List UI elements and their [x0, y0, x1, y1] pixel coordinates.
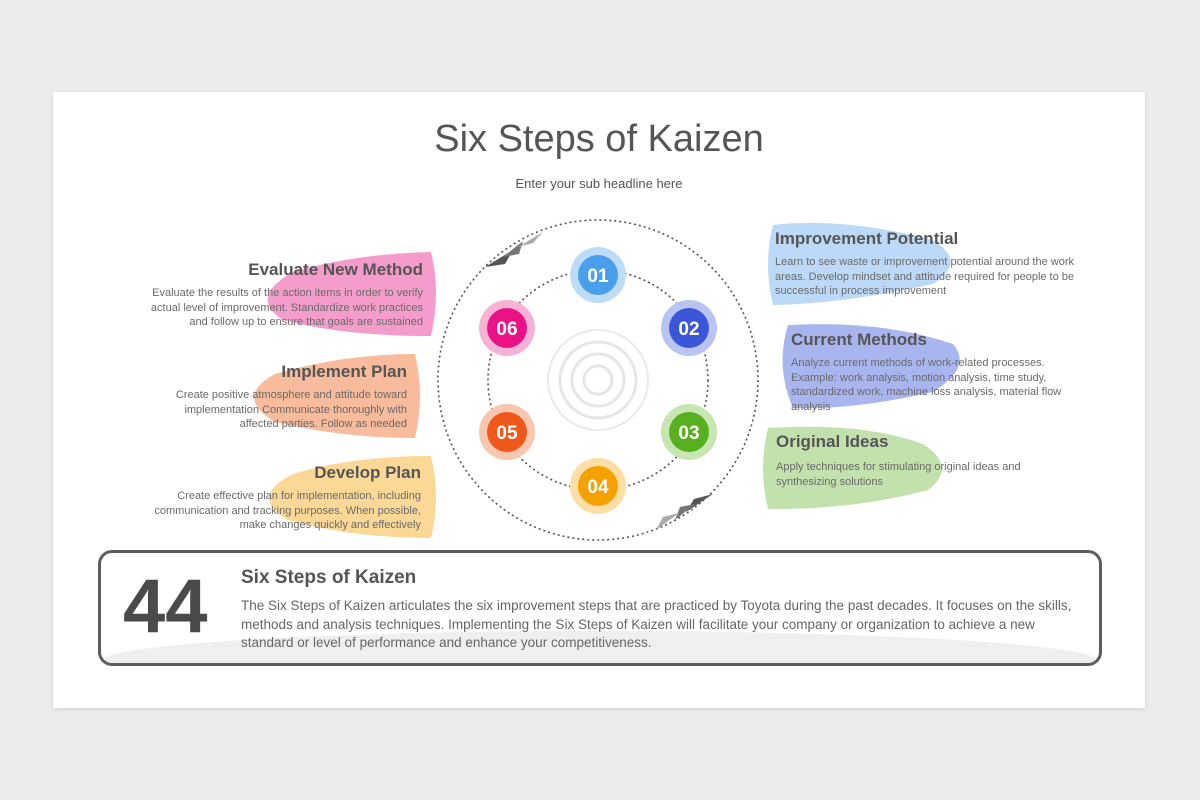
current-methods-desc: Analyze current methods of work-related …: [791, 357, 1062, 413]
inner-dotted-ring: [487, 269, 709, 491]
implement-plan-box: Implement Plan Create positive atmospher…: [143, 362, 407, 432]
step-03: 03: [661, 404, 717, 460]
current-methods-blob: [782, 324, 960, 409]
step-06: 06: [479, 300, 535, 356]
develop-plan-blob: [269, 456, 436, 538]
step-04-label: 04: [587, 477, 609, 498]
develop-plan-title: Develop Plan: [314, 463, 421, 482]
original-ideas-box: Original Ideas Apply techniques for stim…: [776, 432, 1066, 489]
center-target: [547, 329, 649, 431]
summary-box: 44 Six Steps of Kaizen The Six Steps of …: [98, 550, 1102, 666]
original-ideas-blob: [763, 426, 942, 510]
step-06-core: [487, 308, 527, 348]
evaluate-new-method-title: Evaluate New Method: [248, 260, 423, 279]
step-03-core: [669, 412, 709, 452]
step-05: 05: [479, 404, 535, 460]
current-methods-box: Current Methods Analyze current methods …: [791, 330, 1081, 414]
step-05-core: [487, 412, 527, 452]
develop-plan-desc: Create effective plan for implementation…: [154, 490, 421, 531]
current-methods-title: Current Methods: [791, 330, 927, 349]
step-02: 02: [661, 300, 717, 356]
step-06-label: 06: [496, 319, 517, 340]
summary-text: The Six Steps of Kaizen articulates the …: [241, 598, 1072, 650]
evaluate-new-method-blob: [267, 252, 436, 336]
summary-number: 44: [123, 564, 208, 649]
arrow-bottom-right: [656, 494, 713, 530]
improvement-potential-box: Improvement Potential Learn to see waste…: [775, 229, 1075, 299]
implement-plan-blob: [254, 354, 420, 438]
step-05-label: 05: [496, 423, 518, 444]
implement-plan-desc: Create positive atmosphere and attitude …: [175, 389, 407, 430]
original-ideas-desc: Apply techniques for stimulating origina…: [776, 461, 1021, 488]
step-01-label: 01: [587, 266, 609, 287]
step-03-label: 03: [678, 423, 699, 444]
step-04-core: [578, 466, 618, 506]
improvement-potential-title: Improvement Potential: [775, 229, 959, 248]
evaluate-new-method-desc: Evaluate the results of the action items…: [150, 287, 423, 328]
evaluate-new-method-box: Evaluate New Method Evaluate the results…: [133, 260, 423, 330]
kaizen-cycle-diagram: 01 02 03 04 05 06: [254, 219, 960, 541]
step-01-core: [578, 255, 618, 295]
original-ideas-title: Original Ideas: [776, 432, 889, 451]
step-02-core: [669, 308, 709, 348]
implement-plan-title: Implement Plan: [281, 362, 407, 381]
slide: Six Steps of Kaizen Enter your sub headl…: [53, 92, 1145, 708]
summary-title: Six Steps of Kaizen: [241, 567, 417, 588]
arrow-top-left: [485, 232, 543, 267]
improvement-potential-blob: [768, 222, 951, 305]
improvement-potential-desc: Learn to see waste or improvement potent…: [775, 256, 1075, 297]
step-04: 04: [570, 458, 626, 514]
step-02-label: 02: [678, 319, 699, 340]
develop-plan-box: Develop Plan Create effective plan for i…: [141, 463, 421, 533]
slide-title: Six Steps of Kaizen: [434, 118, 764, 160]
slide-subtitle: Enter your sub headline here: [515, 176, 683, 191]
step-01: 01: [570, 247, 626, 303]
outer-dotted-ring: [437, 219, 759, 541]
